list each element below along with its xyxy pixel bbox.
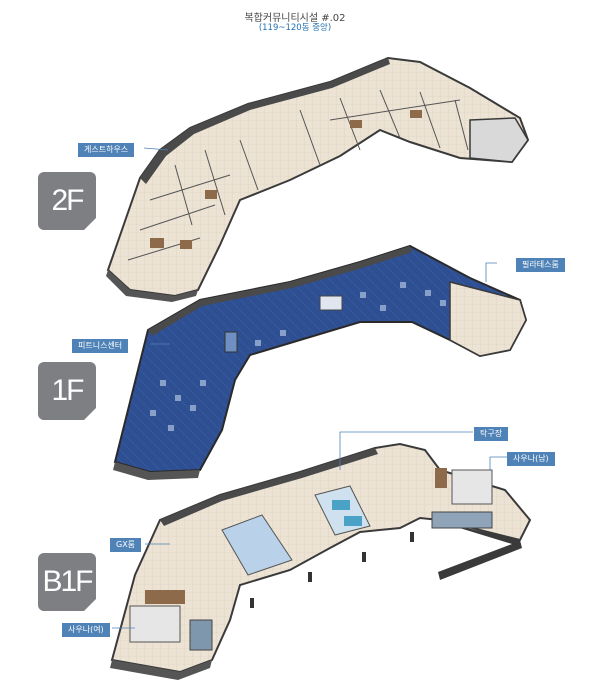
floor-1f-plan <box>113 244 528 480</box>
floor-badge-2f: 2F <box>38 172 96 230</box>
label-gx-room: GX룸 <box>110 538 142 552</box>
label-sauna-men: 사우나(남) <box>507 452 555 466</box>
label-guesthouse: 게스트하우스 <box>78 143 135 157</box>
floor-badge-b1f: B1F <box>38 553 96 611</box>
floor-2f-plan <box>106 56 530 302</box>
page-title: 복합커뮤니티시설 #.02 <box>244 13 346 24</box>
floor-badge-1f: 1F <box>38 362 96 420</box>
label-sauna-women: 사우나(여) <box>62 623 110 637</box>
label-pilates-room: 필라테스룸 <box>516 258 565 272</box>
page-subtitle: (119~120동 중앙) <box>258 23 332 33</box>
floor-b1f-plan <box>110 442 532 680</box>
label-table-tennis: 탁구장 <box>474 427 509 441</box>
label-fitness-center: 피트니스센터 <box>72 339 129 353</box>
